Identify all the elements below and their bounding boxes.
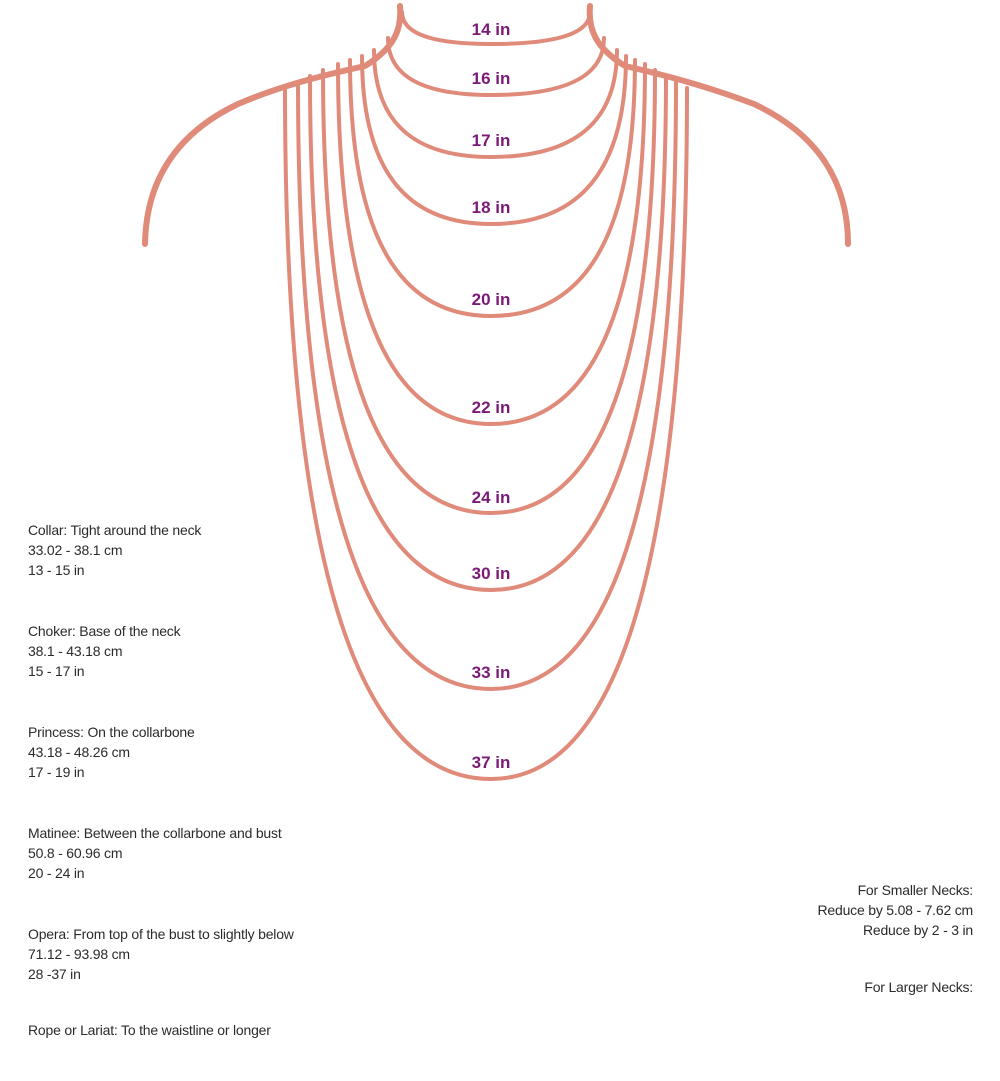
tip-larger-necks: For Larger Necks: bbox=[817, 977, 973, 997]
necklace-chain bbox=[372, 48, 619, 160]
style-in-range: 28 -37 in bbox=[28, 966, 81, 982]
style-title: Matinee: Between the collarbone and bust bbox=[28, 825, 282, 841]
chain-length-label: 30 in bbox=[472, 564, 511, 583]
style-cm-range: 38.1 - 43.18 cm bbox=[28, 643, 123, 659]
chain-length-label: 17 in bbox=[472, 131, 511, 150]
style-title: Rope or Lariat: To the waistline or long… bbox=[28, 1022, 271, 1038]
style-cm-range: 71.12 - 93.98 cm bbox=[28, 946, 130, 962]
style-cm-range: 50.8 - 60.96 cm bbox=[28, 845, 123, 861]
chain-length-label: 33 in bbox=[472, 663, 511, 682]
style-title: Princess: On the collarbone bbox=[28, 724, 195, 740]
tip-title: For Smaller Necks: bbox=[857, 882, 974, 898]
style-title: Opera: From top of the bust to slightly … bbox=[28, 926, 294, 942]
necklace-chain bbox=[386, 36, 606, 98]
style-in-range: 15 - 17 in bbox=[28, 663, 85, 679]
neck-right-outline bbox=[586, 3, 851, 247]
neck-size-tips: For Smaller Necks: Reduce by 5.08 - 7.62… bbox=[817, 880, 973, 1034]
style-cm-range: 33.02 - 38.1 cm bbox=[28, 542, 123, 558]
necklace-length-diagram: 14 in 16 in 17 in 18 in 20 in 22 in 24 in 30 in… bbox=[142, 3, 851, 782]
necklace-chain bbox=[348, 58, 637, 319]
style-title: Collar: Tight around the neck bbox=[28, 522, 202, 538]
style-cm-range: 43.18 - 48.26 cm bbox=[28, 744, 130, 760]
style-choker: Choker: Base of the neck 38.1 - 43.18 cm… bbox=[28, 621, 448, 681]
chain-length-label: 37 in bbox=[472, 753, 511, 772]
chain-length-label: 14 in bbox=[472, 20, 511, 39]
style-rope-lariat: Rope or Lariat: To the waistline or long… bbox=[28, 1020, 448, 1040]
tip-cm: Reduce by 5.08 - 7.62 cm bbox=[817, 902, 973, 918]
tip-in: Reduce by 2 - 3 in bbox=[862, 922, 973, 938]
chain-length-labels: 14 in 16 in 17 in 18 in 20 in 22 in 24 in 30 in… bbox=[472, 20, 511, 772]
chain-length-label: 22 in bbox=[472, 398, 511, 417]
style-matinee: Matinee: Between the collarbone and bust… bbox=[28, 823, 448, 883]
style-princess: Princess: On the collarbone 43.18 - 48.2… bbox=[28, 722, 448, 782]
necklace-chains bbox=[283, 10, 689, 782]
necklace-chain bbox=[283, 86, 689, 782]
style-opera: Opera: From top of the bust to slightly … bbox=[28, 924, 448, 984]
style-in-range: 17 - 19 in bbox=[28, 764, 85, 780]
necklace-chain bbox=[400, 10, 592, 47]
chain-length-label: 18 in bbox=[472, 198, 511, 217]
style-title: Choker: Base of the neck bbox=[28, 623, 181, 639]
tip-smaller-necks: For Smaller Necks: Reduce by 5.08 - 7.62… bbox=[817, 880, 973, 940]
neck-left-outline bbox=[142, 3, 404, 247]
chain-length-label: 24 in bbox=[472, 488, 511, 507]
chain-length-label: 20 in bbox=[472, 290, 511, 309]
necklace-chain bbox=[321, 68, 657, 516]
necklace-chain bbox=[360, 54, 628, 227]
style-collar: Collar: Tight around the neck 33.02 - 38… bbox=[28, 520, 448, 580]
necklace-chain bbox=[336, 62, 647, 427]
necklace-chain bbox=[308, 74, 668, 593]
necklace-chain bbox=[296, 80, 678, 692]
chain-length-label: 16 in bbox=[472, 69, 511, 88]
style-in-range: 20 - 24 in bbox=[28, 865, 85, 881]
style-in-range: 13 - 15 in bbox=[28, 562, 85, 578]
necklace-style-guide: Collar: Tight around the neck 33.02 - 38… bbox=[28, 520, 448, 1081]
tip-title: For Larger Necks: bbox=[864, 979, 973, 995]
